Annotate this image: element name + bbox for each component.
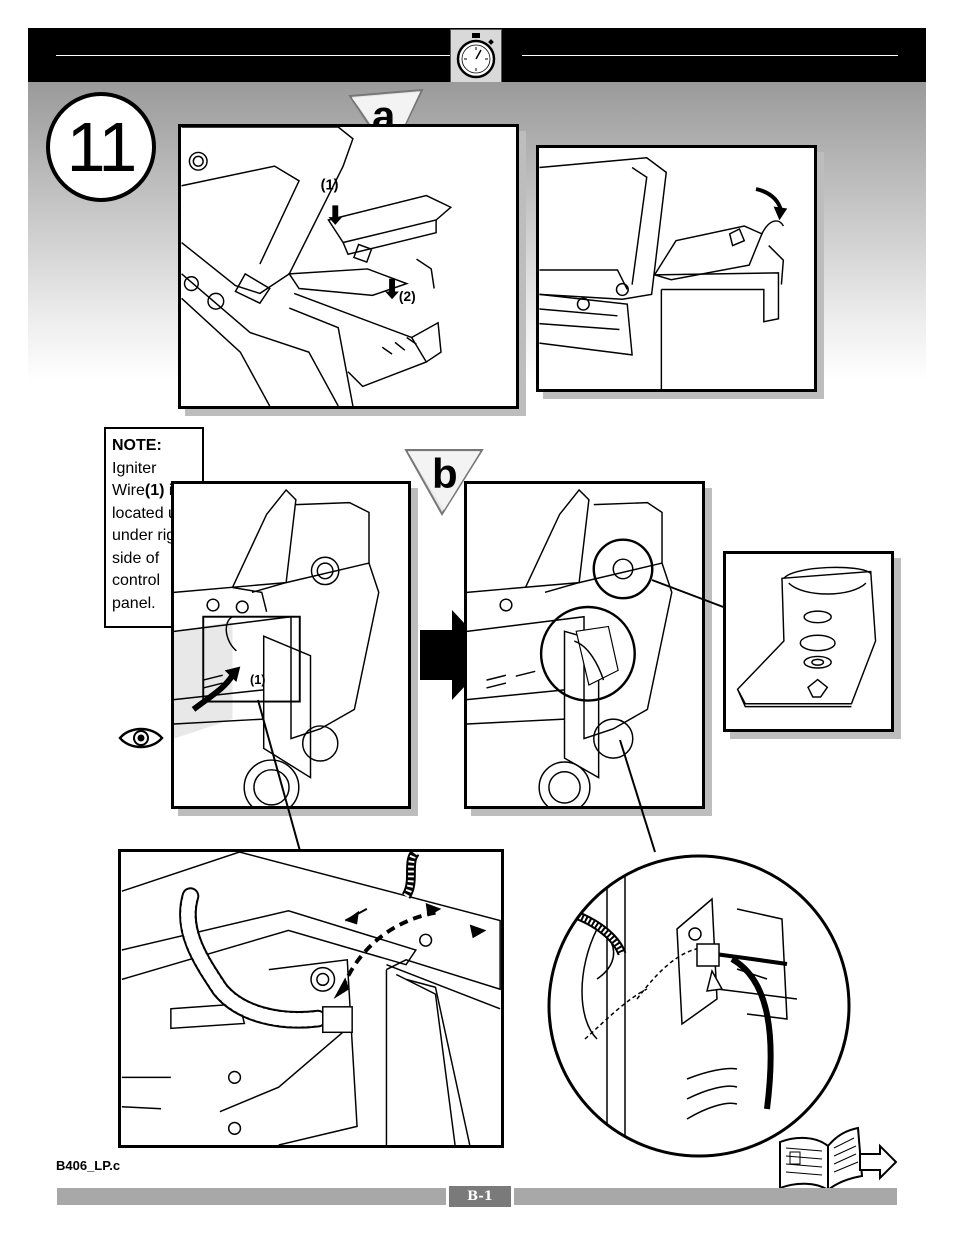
eye-icon xyxy=(118,727,164,749)
panel-burner-detail xyxy=(723,551,894,732)
substep-b-marker: b xyxy=(404,449,484,516)
side-burner-detail-drawing xyxy=(736,566,877,708)
panel-b1-illustration: (1) xyxy=(171,481,411,809)
step-number: 11 xyxy=(66,108,138,186)
panel-a1-label-1: (1) xyxy=(321,178,339,194)
page-number: B-1 xyxy=(446,1186,514,1207)
manual-next-page-icon xyxy=(779,1126,898,1193)
panel-igniter-routing-detail xyxy=(118,849,504,1148)
panel-a2-illustration xyxy=(536,145,817,392)
stopwatch-icon xyxy=(450,29,502,83)
substep-b-label: b xyxy=(432,450,458,497)
grill-side-burner-drawing xyxy=(539,157,788,389)
grill-underside-drawing: (1) xyxy=(174,488,380,806)
panel-b1-label-1: (1) xyxy=(250,673,265,687)
note-title: NOTE: xyxy=(112,437,162,454)
panel-a1-label-2: (2) xyxy=(399,289,416,304)
step-number-circle: 11 xyxy=(46,92,156,202)
panel-b2-illustration xyxy=(464,481,705,809)
document-code: B406_LP.c xyxy=(56,1158,121,1173)
arrow-right-icon xyxy=(420,610,494,700)
grill-side-view-drawing xyxy=(467,488,673,806)
note-bold-ref: (1) xyxy=(144,482,165,499)
igniter-wire-routing-drawing xyxy=(121,852,501,1145)
igniter-connector-detail xyxy=(547,854,851,1158)
panel-a1-illustration: (1) (2) xyxy=(178,124,519,409)
grill-lid-drawing: (1) (2) xyxy=(181,127,453,406)
note-text-1: Igniter Wire xyxy=(112,459,157,500)
header-rule-right xyxy=(522,55,898,56)
header-rule-left xyxy=(56,55,462,56)
